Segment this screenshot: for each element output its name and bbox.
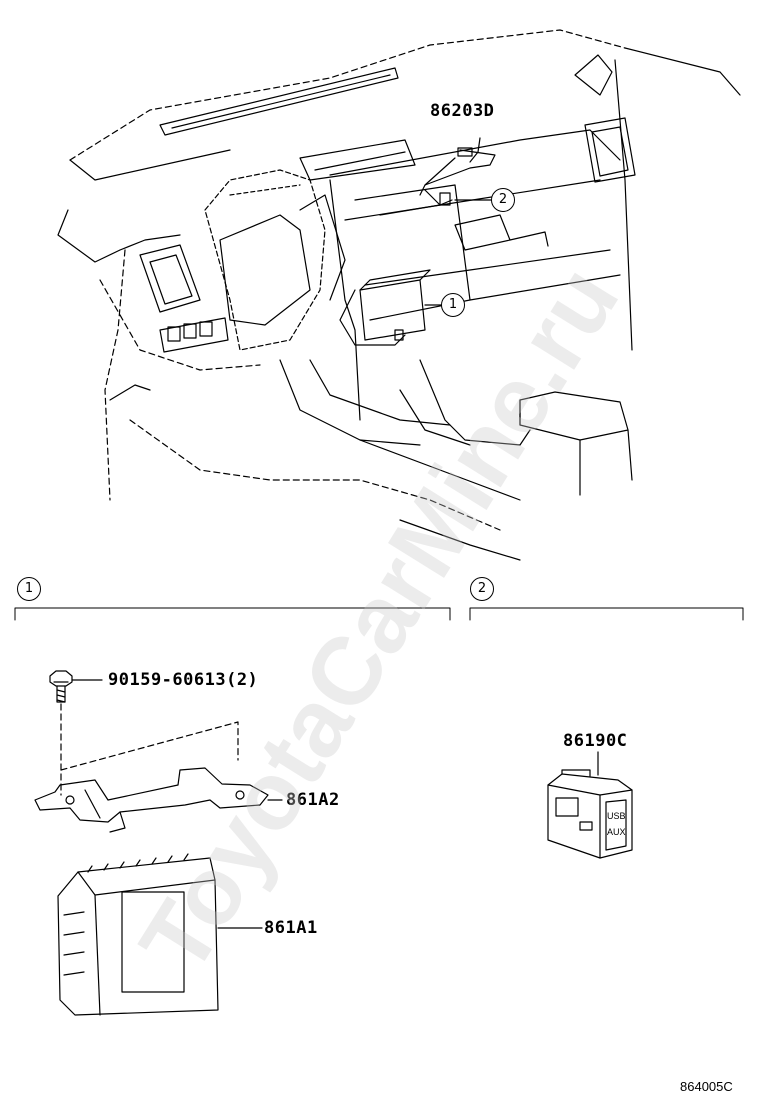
dashboard-illustration: [57, 29, 741, 561]
audio-unit-icon: [57, 853, 263, 1016]
part-number-90159-60613: 90159-60613(2): [108, 670, 259, 690]
usb-aux-switch-icon: [547, 751, 633, 859]
section-marker-2: 2: [470, 577, 494, 601]
bracket-icon: [34, 767, 283, 833]
section-dividers: [14, 607, 744, 621]
section-marker-1: 1: [17, 577, 41, 601]
part-number-861A2: 861A2: [286, 790, 340, 810]
marker-2-overview: 2: [491, 188, 515, 212]
figure-code: 864005C: [680, 1079, 733, 1094]
aux-label: AUX: [607, 827, 626, 837]
part-number-86190C: 86190C: [563, 731, 628, 751]
part-number-86203D: 86203D: [430, 101, 495, 121]
part-number-861A1: 861A1: [264, 918, 318, 938]
bolt-icon: [49, 670, 239, 796]
usb-label: USB: [607, 811, 626, 821]
marker-1-overview: 1: [441, 293, 465, 317]
